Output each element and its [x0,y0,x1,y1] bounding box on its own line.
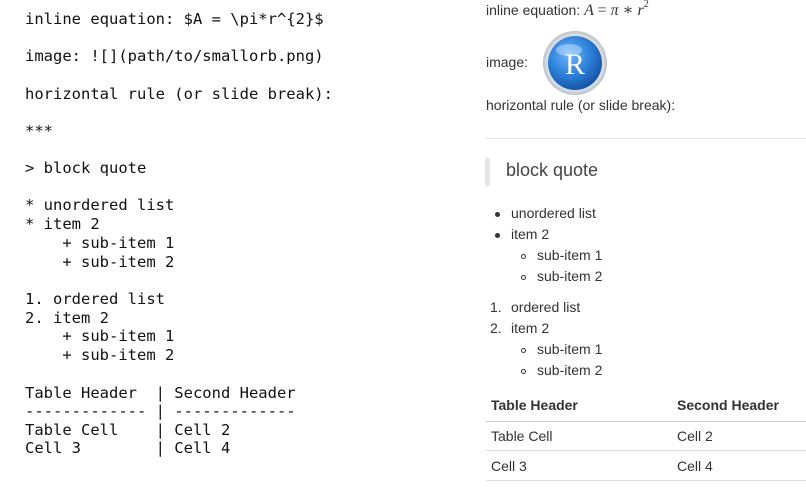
circle-bullet-icon [521,275,526,280]
blockquote-text: block quote [506,160,599,180]
source-line: inline equation: $A = \pi*r^{2}$ [25,10,324,28]
bullet-icon [495,212,500,217]
list-subitem: sub-item 2 [537,362,603,378]
source-line: * unordered list [25,196,175,214]
source-line: image: ![](path/to/smallorb.png) [25,47,324,65]
list-subitem: sub-item 1 [537,247,603,263]
table-cell: Cell 2 [677,428,713,444]
source-line: * item 2 [25,215,100,233]
r-logo-image: R [542,30,608,96]
source-line: > block quote [25,159,147,177]
circle-bullet-icon [521,254,526,259]
ordered-item: item 2 [511,320,550,336]
source-line: horizontal rule (or slide break): [25,85,333,103]
circle-bullet-icon [521,348,526,353]
circle-bullet-icon [521,369,526,374]
markdown-source-pane[interactable]: inline equation: $A = \pi*r^{2}$ image: … [0,0,470,502]
source-line: 2. item 2 [25,309,109,327]
source-line: *** [25,122,53,140]
list-item: unordered list [511,205,596,221]
horizontal-rule [486,138,806,139]
source-line: + sub-item 2 [25,253,175,271]
source-line: ------------- | ------------- [25,402,296,420]
markdown-preview-pane: inline equation: A = π ∗ r2 image: [470,0,806,502]
source-line: Table Cell | Cell 2 [25,421,231,439]
image-label: image: [486,54,529,70]
list-item: item 2 [511,226,550,242]
equation-row: inline equation: A = π ∗ r2 [486,0,649,20]
blockquote-bar [485,158,490,186]
table-divider [486,480,806,481]
inline-equation: A = π ∗ r2 [584,0,649,19]
table-cell: Table Cell [491,428,553,444]
r-logo-letter: R [565,48,585,81]
table-divider [486,450,806,451]
table-cell: Cell 3 [491,458,527,474]
source-line: + sub-item 1 [25,327,175,345]
table-header-cell: Table Header [491,397,578,413]
ordered-item: ordered list [511,299,581,315]
list-subitem: sub-item 2 [537,268,603,284]
ordered-marker: 1. [490,299,502,315]
table-divider [486,421,806,422]
list-subitem: sub-item 1 [537,341,603,357]
source-line: + sub-item 1 [25,234,175,252]
bullet-icon [495,233,500,238]
source-line: + sub-item 2 [25,346,175,364]
table-header-cell: Second Header [677,397,779,413]
table-cell: Cell 4 [677,458,713,474]
source-line: 1. ordered list [25,290,165,308]
ordered-marker: 2. [490,320,502,336]
source-line: Cell 3 | Cell 4 [25,439,231,457]
source-line: Table Header | Second Header [25,384,296,402]
equation-label: inline equation: [486,2,581,18]
hr-label: horizontal rule (or slide break): [486,97,676,113]
